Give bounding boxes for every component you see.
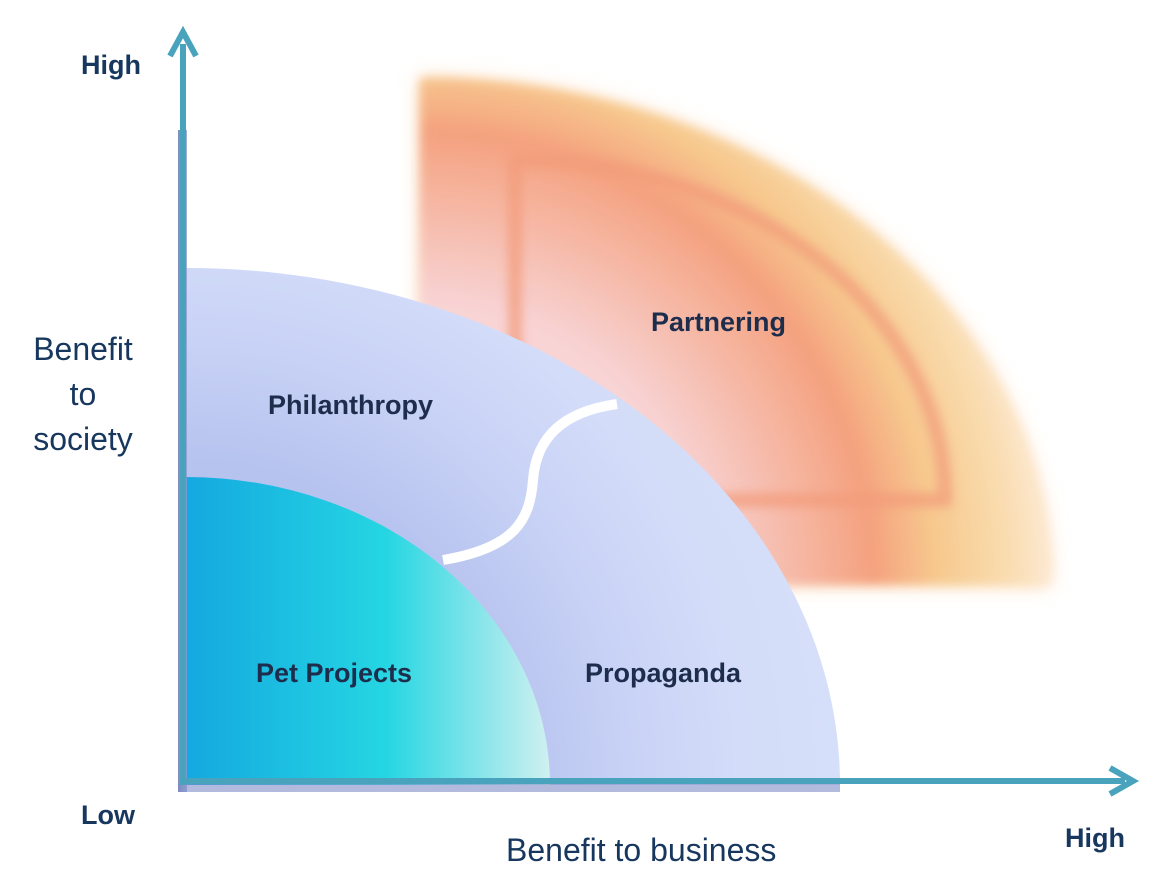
y-axis-title-line-2: to — [69, 376, 97, 412]
divider-curve — [442, 399, 618, 565]
partnering-label: Partnering — [651, 307, 787, 337]
x-axis-title: Benefit to business — [506, 832, 777, 868]
y-axis-title-line-3: society — [33, 421, 133, 457]
y-axis-low-label: Low — [81, 800, 135, 830]
x-axis-high-label: High — [1065, 823, 1125, 853]
pet-projects-label: Pet Projects — [256, 658, 413, 688]
x-axis — [183, 765, 1140, 797]
y-axis-title: Benefit to society — [24, 327, 142, 462]
y-axis-high-label: High — [81, 50, 141, 80]
y-axis — [167, 25, 199, 785]
pet-projects-region — [186, 477, 550, 785]
philanthropy-label: Philanthropy — [268, 390, 434, 420]
propaganda-label: Propaganda — [585, 658, 742, 688]
axis-shadow-bottom — [178, 784, 840, 792]
y-axis-title-line-1: Benefit — [33, 331, 133, 367]
